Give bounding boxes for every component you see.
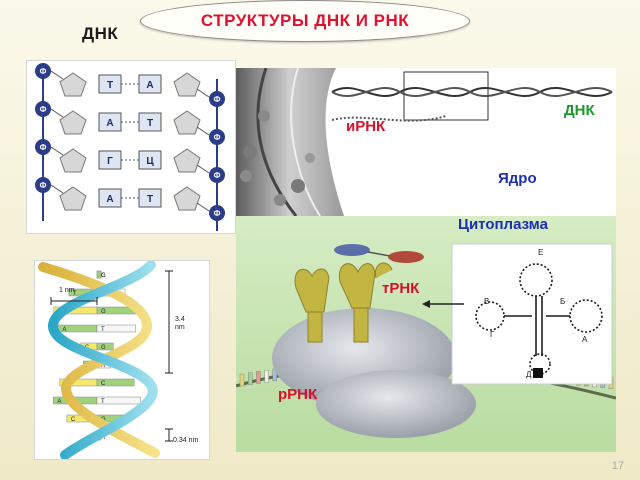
helix-step-label: 0.34 nm: [173, 437, 199, 444]
base-left-label: А: [106, 118, 113, 129]
helix-base-left-label: T: [73, 291, 77, 297]
sugar-left: [59, 72, 87, 97]
phosphate-left-label: Ф: [40, 105, 47, 114]
helix-base-right-label: G: [101, 345, 106, 351]
sugar-left: [59, 148, 87, 173]
phosphate-left: [35, 101, 51, 117]
base-left-label: Т: [107, 80, 113, 91]
phosphate-right: [209, 129, 225, 145]
helix-base-right: [96, 324, 136, 333]
phosphate-right-label: Ф: [214, 95, 221, 104]
phosphate-left: [35, 139, 51, 155]
page-number: 17: [611, 460, 624, 472]
helix-base-right-label: T: [101, 327, 105, 333]
label-dna: ДНК: [564, 102, 595, 119]
helix-base-left-label: A: [57, 399, 61, 405]
helix-base-right-label: T: [101, 399, 105, 405]
label-nucleus: Ядро: [498, 170, 537, 187]
sugar-right: [173, 72, 201, 97]
helix-base-right-label: G: [101, 309, 106, 315]
base-right-label: Т: [147, 118, 153, 129]
base-right: [138, 188, 162, 208]
label-rrna: рРНК: [278, 386, 318, 403]
protein-synthesis-panel: ДНК иРНК Ядро Цитоплазма тРНК рРНК Met G…: [236, 68, 616, 452]
phosphate-left-label: Ф: [40, 143, 47, 152]
label-mrna: иРНК: [346, 118, 386, 135]
slide-title: СТРУКТУРЫ ДНК И РНК: [200, 11, 410, 30]
helix-base-right: [96, 378, 135, 387]
trna-region-letter: В: [484, 297, 490, 306]
helix-base-right: [96, 396, 141, 405]
helix-base-left-label: G: [101, 273, 106, 279]
helix-base-left-label: C: [71, 417, 76, 423]
phosphate-right: [209, 205, 225, 221]
phosphate-right-label: Ф: [214, 209, 221, 218]
base-left-label: А: [106, 194, 113, 205]
trna-region-letter: Г: [490, 330, 495, 339]
helix-turn-label-value: 3.4: [175, 316, 185, 323]
base-right-label: А: [146, 80, 153, 91]
base-right: [138, 74, 162, 94]
mrna-nucleotide: [239, 373, 245, 387]
sugar-right: [173, 110, 201, 135]
helix-base-right-label: C: [101, 381, 106, 387]
slide-subtitle: ДНК: [82, 24, 119, 43]
amino-acid-gly: Gly: [398, 183, 408, 189]
dna-schematic-figure: Ф Т А Ф Ф А Т Ф Ф Г Ц Ф Ф А Т Ф: [35, 63, 225, 231]
mrna-nucleotide: [247, 372, 253, 385]
helix-turn-label-unit: nm: [175, 324, 185, 331]
trna-region-letter: Д: [526, 370, 532, 379]
base-right-label: Ц: [146, 156, 154, 167]
phosphate-left: [35, 177, 51, 193]
sugar-left: [59, 186, 87, 211]
trna-region-letter: Е: [538, 248, 544, 257]
protein-synthesis-figure: [236, 68, 616, 452]
sugar-right: [173, 186, 201, 211]
trna-region-letter: Б: [560, 297, 566, 306]
trna-region-letter: А: [582, 335, 588, 344]
base-right: [138, 112, 162, 132]
base-pair-row: Ф А Т Ф: [35, 177, 225, 221]
base-pair-row: Ф А Т Ф: [35, 101, 225, 145]
helix-width-label: 1 nm: [59, 287, 75, 294]
phosphate-left: [35, 63, 51, 79]
base-left-label: Г: [107, 156, 113, 167]
dna-strand-top: [331, 71, 613, 121]
mrna-nucleotide: [256, 371, 261, 384]
base-pair-row: Ф Г Ц Ф: [35, 139, 225, 183]
amino-acid-met: Met: [342, 176, 353, 182]
phosphate-right: [209, 167, 225, 183]
sugar-left: [59, 110, 87, 135]
phosphate-right-label: Ф: [214, 133, 221, 142]
dna-schematic-panel: Ф Т А Ф Ф А Т Ф Ф Г Ц Ф Ф А Т Ф: [26, 60, 236, 234]
phosphate-left-label: Ф: [40, 181, 47, 190]
label-cytoplasm: Цитоплазма: [458, 216, 548, 233]
mrna-nucleotide: [264, 369, 269, 383]
helix-base-right-label: A: [101, 363, 105, 369]
helix-base-right-label: C: [101, 273, 106, 279]
label-trna: тРНК: [382, 280, 420, 297]
phosphate-right: [209, 91, 225, 107]
base-right: [138, 150, 162, 170]
phosphate-right-label: Ф: [214, 171, 221, 180]
sugar-right: [173, 148, 201, 173]
base-right-label: Т: [147, 194, 153, 205]
helix-base-right: [96, 342, 114, 351]
helix-base-right: [96, 270, 102, 279]
base-pair-row: Ф Т А Ф: [35, 63, 225, 107]
title-banner: СТРУКТУРЫ ДНК И РНК: [140, 0, 470, 42]
helix-base-left-label: A: [62, 327, 66, 333]
phosphate-left-label: Ф: [40, 67, 47, 76]
